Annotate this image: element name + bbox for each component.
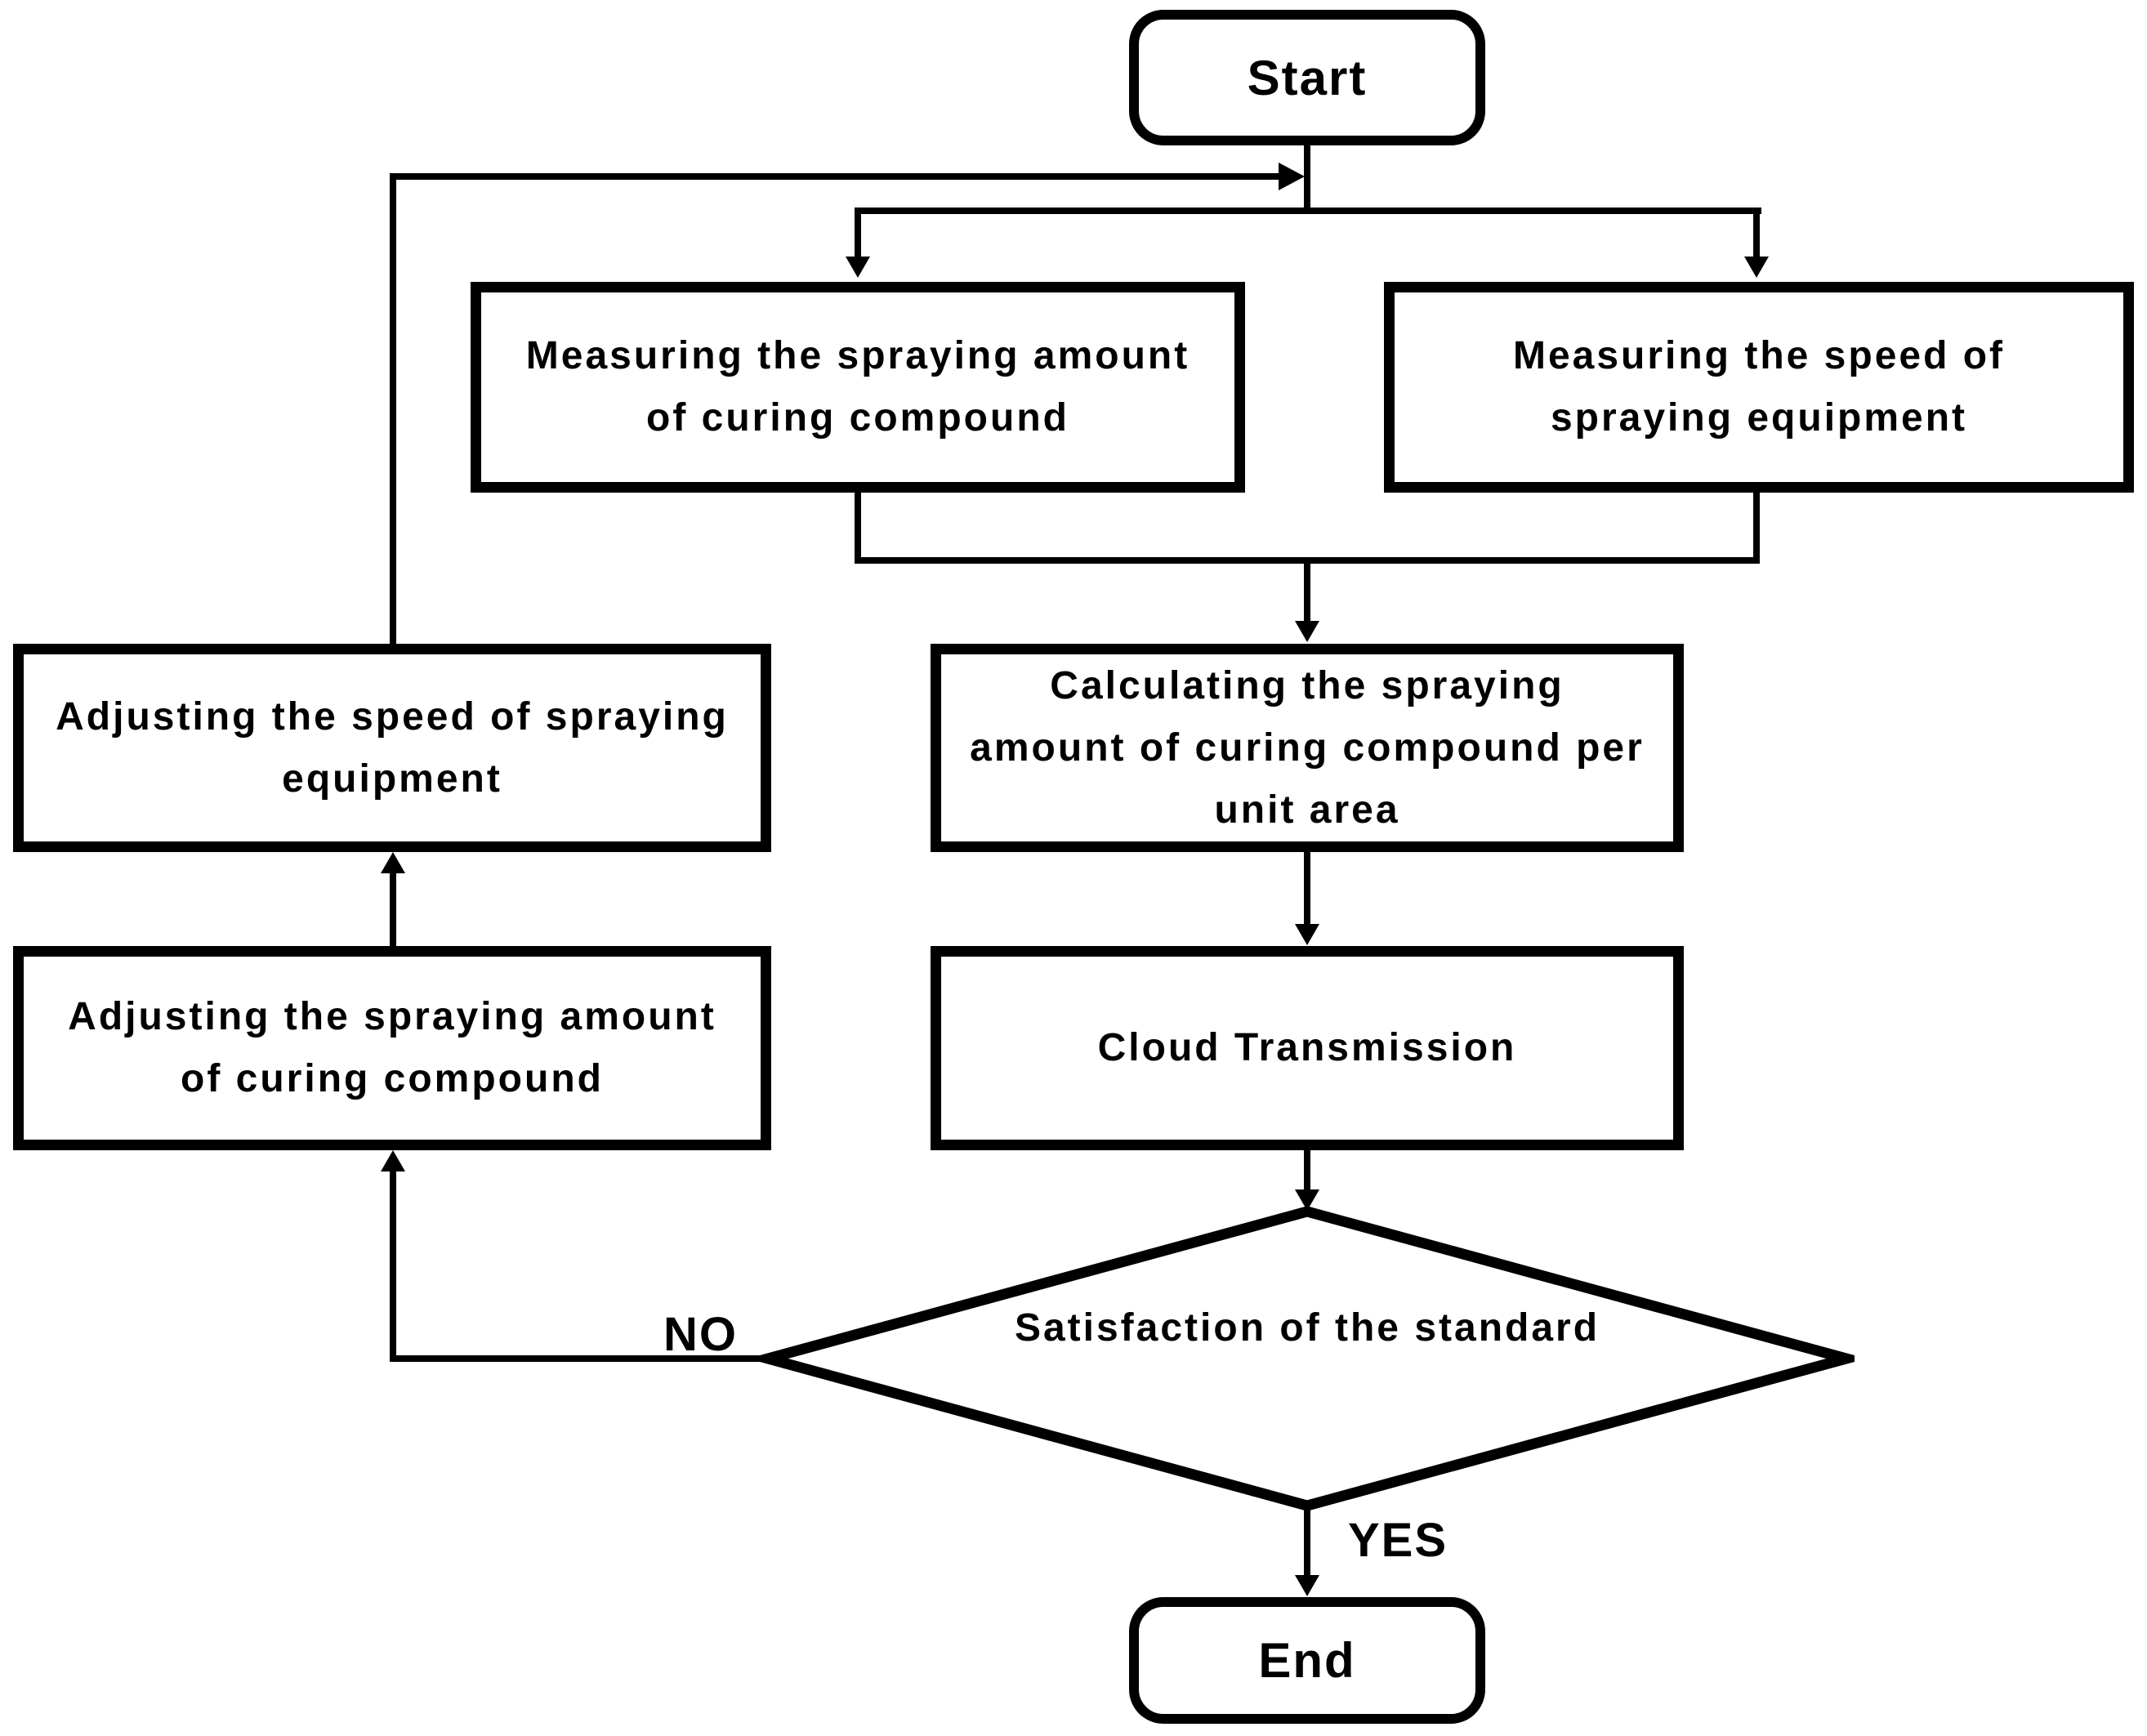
edge-label-no: NO [663,1308,738,1361]
process-adjust-speed-label: Adjusting the speed of spraying equipmen… [56,694,729,801]
connector-cloud-to-decision [1304,1150,1310,1191]
decision-diamond-shape [760,1206,1855,1511]
arrowhead-into-adjust-amount [381,1150,405,1171]
process-measure-speed: Measuring the speed of spraying equipmen… [1384,282,2134,493]
connector-measure-amount-out [855,493,861,562]
process-adjust-speed: Adjusting the speed of spraying equipmen… [13,644,771,852]
arrowhead-into-cloud [1295,924,1319,945]
arrowhead-into-measure-speed [1744,257,1769,278]
connector-no-horizontal [390,1355,770,1362]
connector-split-horizontal [855,208,1761,214]
connector-merge-to-calculate [1304,557,1310,623]
end-node: End [1129,1597,1485,1724]
arrowhead-feedback-rejoin [1279,163,1305,190]
process-measure-amount-label: Measuring the spraying amount of curing … [525,334,1190,440]
connector-calculate-to-cloud [1304,852,1310,926]
process-measure-amount: Measuring the spraying amount of curing … [471,282,1245,493]
process-cloud-transmission-label: Cloud Transmission [1097,1026,1517,1069]
connector-decision-to-end [1304,1506,1310,1576]
connector-adjust-amount-to-adjust-speed [390,872,396,946]
process-calculate: Calculating the spraying amount of curin… [931,644,1684,852]
end-node-label: End [1258,1633,1356,1688]
connector-split-to-measure-amount [855,208,861,258]
connector-measure-speed-out [1753,493,1760,562]
arrowhead-into-calculate [1295,621,1319,642]
connector-feedback-vertical [390,173,396,644]
process-calculate-label: Calculating the spraying amount of curin… [970,663,1645,832]
connector-split-to-measure-speed [1753,208,1760,258]
decision-diamond [760,1206,1855,1511]
process-cloud-transmission: Cloud Transmission [931,946,1684,1150]
arrowhead-into-adjust-speed [381,852,405,873]
start-node: Start [1129,10,1485,145]
connector-start-to-split [1304,144,1310,212]
process-measure-speed-label: Measuring the speed of spraying equipmen… [1512,334,2006,440]
start-node-label: Start [1247,50,1368,105]
edge-label-yes: YES [1348,1514,1448,1567]
process-adjust-amount: Adjusting the spraying amount of curing … [13,946,771,1150]
decision-diamond-label: Satisfaction of the standard [1014,1306,1600,1350]
connector-no-vertical [390,1170,396,1362]
connector-feedback-horizontal [390,173,1279,180]
arrowhead-into-measure-amount [846,257,870,278]
arrowhead-into-end [1295,1575,1319,1596]
process-adjust-amount-label: Adjusting the spraying amount of curing … [68,995,716,1100]
